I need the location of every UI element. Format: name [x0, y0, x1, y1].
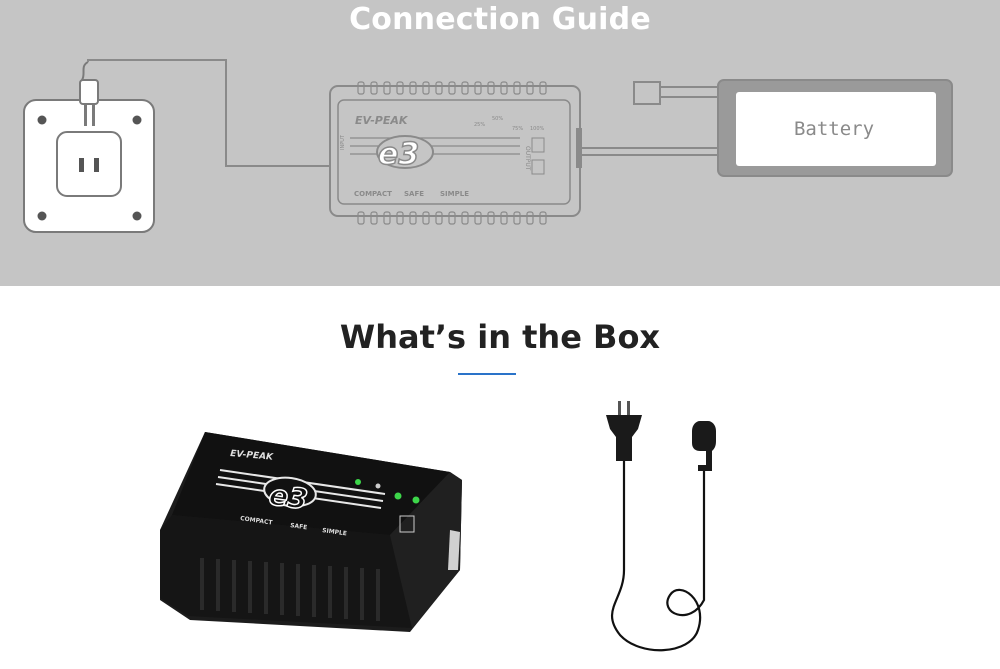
charger-model-text: e3 [378, 137, 419, 172]
battery-cable-lines [582, 81, 718, 156]
vent-slot [370, 211, 378, 225]
vent-slot [435, 81, 443, 95]
vent-slot [422, 211, 430, 225]
vent-slot [383, 81, 391, 95]
charger-percent-75: 75% [512, 126, 523, 132]
vent-slot [357, 81, 365, 95]
connection-guide-title: Connection Guide [349, 2, 651, 37]
whats-in-box-title: What’s in the Box [339, 318, 661, 356]
product-vent-slot [344, 567, 348, 619]
vent-slot [526, 81, 534, 95]
vent-slot [539, 211, 547, 225]
charger-outline-icon: EV-PEAK e3 COMPACT SAFE SIMPLE 25% 50% 7… [329, 81, 582, 225]
vent-slot [396, 81, 404, 95]
vent-slot [513, 81, 521, 95]
charger-percent-100: 100% [530, 126, 545, 132]
product-vent-slot [200, 558, 204, 610]
vent-slot [461, 211, 469, 225]
battery-label: Battery [794, 118, 874, 140]
product-vent-slot [328, 566, 332, 618]
charger-product-image: EV-PEAK e3 COMPACT SAFE SIMPLE [160, 432, 462, 632]
product-vent-slot [264, 562, 268, 614]
charger-led-icon [355, 479, 361, 485]
vent-slot [539, 81, 547, 95]
charger-output-label: OUTPUT [524, 146, 531, 171]
vent-slot [370, 81, 378, 95]
product-vent-slot [360, 568, 364, 620]
cord-line [610, 461, 706, 652]
charger-input-label: INPUT [340, 134, 346, 150]
vent-slot [435, 211, 443, 225]
vent-slot [474, 81, 482, 95]
charger-percent-50: 50% [492, 116, 503, 122]
vent-slot [500, 81, 508, 95]
power-cord-image [606, 401, 716, 652]
connection-guide-section: Connection Guide EV-PEAK [0, 0, 1000, 286]
battery-icon: Battery [717, 79, 953, 177]
c7-connector-icon [692, 421, 716, 471]
wall-socket-icon [23, 99, 155, 233]
plug-icon [79, 61, 99, 126]
vent-slot [461, 81, 469, 95]
product-vent-slot [296, 564, 300, 616]
product-tag-safe: SAFE [290, 522, 308, 531]
eu-plug-icon [606, 401, 642, 461]
charger-brand-text: EV-PEAK [355, 114, 409, 127]
vent-slot [383, 211, 391, 225]
product-vent-slot [232, 560, 236, 612]
vent-slot [422, 81, 430, 95]
product-vent-slot [376, 569, 380, 621]
product-tag-compact: COMPACT [240, 515, 274, 527]
product-vent-slot [280, 563, 284, 615]
power-cable-line [87, 59, 330, 167]
vent-slot [409, 211, 417, 225]
charger-tag-compact: COMPACT [354, 190, 392, 198]
vent-slot [487, 81, 495, 95]
charger-tag-simple: SIMPLE [440, 190, 469, 198]
vent-slot [448, 81, 456, 95]
vent-slot [487, 211, 495, 225]
charger-percent-25: 25% [474, 122, 485, 128]
vent-slot [448, 211, 456, 225]
vent-slot [513, 211, 521, 225]
product-vent-slot [216, 559, 220, 611]
charger-tag-safe: SAFE [404, 190, 424, 198]
vent-slot [357, 211, 365, 225]
vent-slot [474, 211, 482, 225]
product-brand-text: EV-PEAK [230, 449, 275, 463]
title-underline [458, 373, 516, 375]
product-model-text: e3 [267, 478, 310, 516]
vent-slot [526, 211, 534, 225]
product-vent-slot [248, 561, 252, 613]
connection-diagram: EV-PEAK e3 COMPACT SAFE SIMPLE 25% 50% 7… [23, 59, 953, 233]
vent-slot [396, 211, 404, 225]
product-tag-simple: SIMPLE [322, 527, 348, 537]
vent-slot [409, 81, 417, 95]
vent-slot [500, 211, 508, 225]
product-vent-slot [312, 565, 316, 617]
